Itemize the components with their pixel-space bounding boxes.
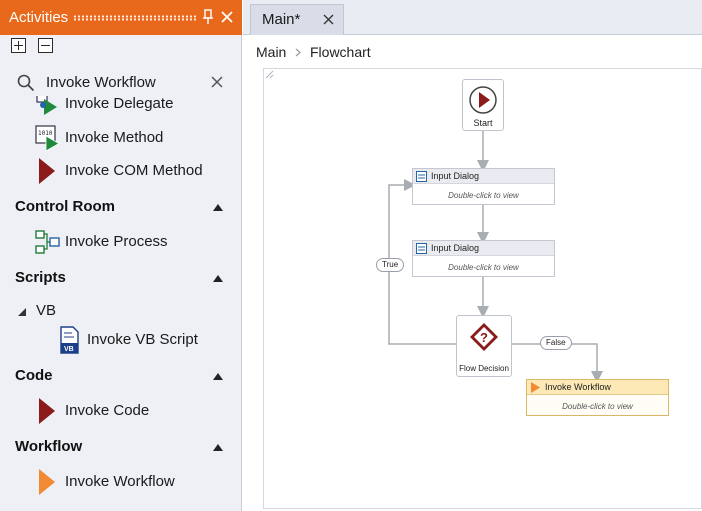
input-dialog-icon xyxy=(416,171,427,182)
vb-script-icon: VB xyxy=(60,326,79,354)
invoke-method-icon: 1010 xyxy=(35,125,60,152)
activity-invoke-com-method[interactable]: Invoke COM Method xyxy=(35,156,235,186)
activities-panel-header: Activities xyxy=(0,0,242,35)
collapse-all-button[interactable] xyxy=(38,38,53,53)
collapse-arrow-icon[interactable] xyxy=(213,204,223,211)
expanded-arrow-icon[interactable] xyxy=(18,308,26,316)
false-branch-label: False xyxy=(540,336,572,350)
activity-hint: Double-click to view xyxy=(448,191,519,200)
invoke-delegate-icon xyxy=(36,96,57,115)
start-label: Start xyxy=(473,118,493,128)
input-dialog-activity[interactable]: Input Dialog Double-click to view xyxy=(412,240,555,277)
activity-invoke-vb-script[interactable]: VB Invoke VB Script xyxy=(57,325,237,355)
breadcrumb-item-main[interactable]: Main xyxy=(256,44,287,60)
pin-icon[interactable] xyxy=(202,9,214,25)
flow-decision-label: Flow Decision xyxy=(459,364,509,373)
activity-header: Input Dialog xyxy=(413,241,554,256)
invoke-workflow-activity[interactable]: Invoke Workflow Double-click to view xyxy=(526,379,669,416)
expand-all-button[interactable] xyxy=(11,38,26,53)
activity-invoke-method[interactable]: 1010 Invoke Method xyxy=(35,123,235,153)
flowchart-connectors xyxy=(388,131,603,383)
document-tabstrip: Main* xyxy=(243,0,702,35)
subcategory-vb[interactable]: VB xyxy=(18,302,138,322)
category-code[interactable]: Code xyxy=(15,367,230,387)
invoke-code-icon xyxy=(39,398,55,424)
flow-decision-icon: ? xyxy=(470,323,498,351)
svg-text:VB: VB xyxy=(64,346,74,353)
category-control-room[interactable]: Control Room xyxy=(15,198,230,218)
collapse-arrow-icon[interactable] xyxy=(213,275,223,282)
activity-invoke-delegate[interactable]: Invoke Delegate xyxy=(35,96,235,118)
panel-title: Activities xyxy=(9,9,69,26)
breadcrumb-item-flowchart[interactable]: Flowchart xyxy=(310,44,371,60)
input-dialog-activity[interactable]: Input Dialog Double-click to view xyxy=(412,168,555,205)
flowchart-canvas[interactable]: Start Input Dialog Double-click to view … xyxy=(263,68,702,509)
svg-text:?: ? xyxy=(480,330,488,345)
category-label: Scripts xyxy=(15,269,66,286)
category-label: Control Room xyxy=(15,198,115,215)
activity-label: Invoke VB Script xyxy=(87,331,198,348)
tab-label: Main* xyxy=(262,11,301,28)
activities-search xyxy=(8,66,234,98)
subcategory-label: VB xyxy=(36,302,57,319)
close-tab-icon[interactable] xyxy=(323,14,334,25)
start-play-icon xyxy=(469,86,497,114)
input-dialog-icon xyxy=(416,243,427,254)
activity-invoke-workflow[interactable]: Invoke Workflow xyxy=(35,467,235,497)
activity-label: Invoke Code xyxy=(65,402,150,419)
category-workflow[interactable]: Workflow xyxy=(15,438,230,458)
activities-panel: Activities xyxy=(0,0,242,511)
close-icon[interactable] xyxy=(220,10,234,24)
resize-grip-icon[interactable] xyxy=(264,69,274,79)
activity-hint: Double-click to view xyxy=(562,402,633,411)
category-scripts[interactable]: Scripts xyxy=(15,269,230,289)
activity-invoke-code[interactable]: Invoke Code xyxy=(35,396,235,426)
activity-title: Invoke Workflow xyxy=(545,382,611,392)
chevron-right-icon xyxy=(295,48,301,57)
activity-label: Invoke COM Method xyxy=(65,162,203,179)
activity-header: Invoke Workflow xyxy=(527,380,668,395)
category-label: Code xyxy=(15,367,53,384)
activity-label: Invoke Workflow xyxy=(65,473,175,490)
invoke-process-icon xyxy=(35,230,60,254)
invoke-workflow-icon xyxy=(39,469,55,495)
activity-title: Input Dialog xyxy=(431,243,480,253)
activity-invoke-process[interactable]: Invoke Process xyxy=(35,227,235,257)
start-node[interactable]: Start xyxy=(462,79,504,131)
activity-header: Input Dialog xyxy=(413,169,554,184)
activity-title: Input Dialog xyxy=(431,171,480,181)
activity-label: Invoke Delegate xyxy=(65,96,174,112)
invoke-com-method-icon xyxy=(39,158,55,184)
tab-main[interactable]: Main* xyxy=(250,4,344,35)
category-label: Workflow xyxy=(15,438,83,455)
activity-hint: Double-click to view xyxy=(448,263,519,272)
collapse-arrow-icon[interactable] xyxy=(213,444,223,451)
search-icon xyxy=(17,74,35,92)
collapse-arrow-icon[interactable] xyxy=(213,373,223,380)
activity-label: Invoke Process xyxy=(65,233,168,250)
clear-search-icon[interactable] xyxy=(211,76,223,88)
search-input[interactable] xyxy=(46,71,206,93)
panel-drag-grip[interactable] xyxy=(73,15,196,21)
activity-label: Invoke Method xyxy=(65,129,164,146)
svg-text:1010: 1010 xyxy=(38,130,53,137)
flow-decision-node[interactable]: ? Flow Decision xyxy=(456,315,512,377)
invoke-workflow-icon xyxy=(531,382,540,393)
true-branch-label: True xyxy=(376,258,405,272)
breadcrumb: Main Flowchart xyxy=(243,36,702,68)
